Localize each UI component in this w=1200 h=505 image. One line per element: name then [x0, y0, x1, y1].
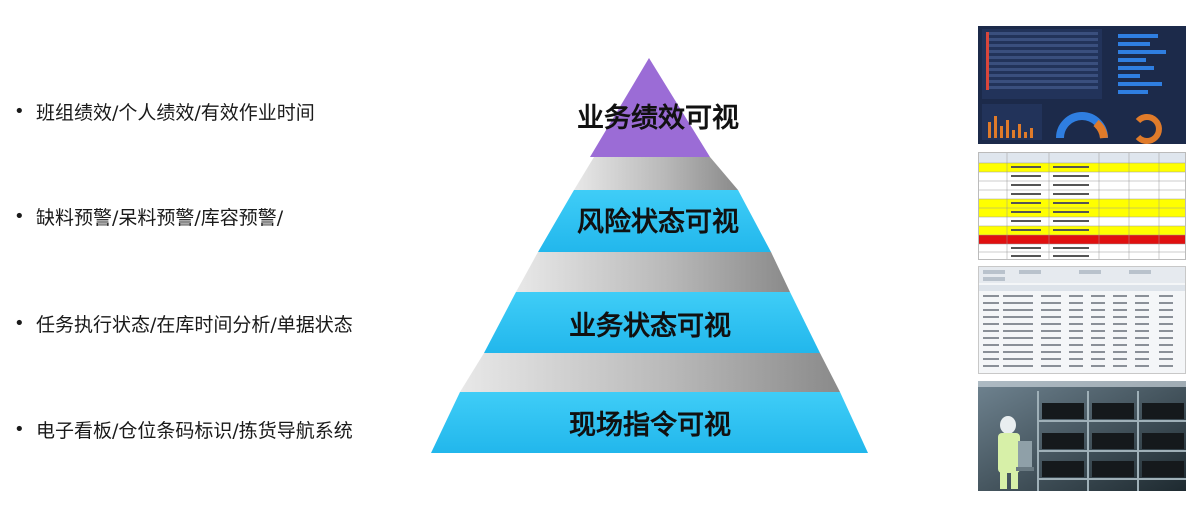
- warehouse-photo: [978, 381, 1186, 491]
- dashboard-screenshot: [978, 26, 1186, 144]
- connector-2: [516, 252, 790, 292]
- inventory-table-screenshot: [978, 152, 1186, 260]
- data-grid-screenshot: [978, 266, 1186, 374]
- bullet-marker: •: [14, 101, 25, 122]
- connector-3: [460, 353, 840, 392]
- dashboard-image: [982, 29, 1166, 144]
- pyramid-tier-2: [538, 190, 771, 252]
- bullet-item-3: • 任务执行状态/在库时间分析/单据状态: [14, 310, 353, 337]
- bullet-item-4: • 电子看板/仓位条码标识/拣货导航系统: [14, 416, 353, 443]
- connector-1: [574, 157, 738, 190]
- level-label-2: 风险状态可视: [577, 206, 739, 238]
- data-grid-image: [979, 267, 1185, 367]
- bullet-text-2: 缺料预警/呆料预警/库容预警/: [36, 207, 284, 229]
- bullet-marker: •: [14, 313, 25, 334]
- pyramid-tier-4: [431, 392, 868, 453]
- bullet-item-1: • 班组绩效/个人绩效/有效作业时间: [14, 98, 315, 125]
- bullet-text-4: 电子看板/仓位条码标识/拣货导航系统: [36, 420, 353, 442]
- warehouse-image: [978, 381, 1186, 491]
- bullet-item-2: • 缺料预警/呆料预警/库容预警/: [14, 203, 283, 230]
- pyramid-tier-3: [484, 292, 820, 353]
- bullet-text-1: 班组绩效/个人绩效/有效作业时间: [36, 102, 315, 124]
- inventory-table-image: [979, 153, 1185, 259]
- level-label-1: 业务绩效可视: [577, 103, 739, 134]
- bullet-marker: •: [14, 206, 25, 227]
- level-label-3: 业务状态可视: [569, 311, 731, 342]
- level-label-4: 现场指令可视: [569, 409, 731, 441]
- pyramid-top-level: [590, 58, 710, 157]
- bullet-marker: •: [14, 419, 25, 440]
- bullet-text-3: 任务执行状态/在库时间分析/单据状态: [36, 314, 353, 336]
